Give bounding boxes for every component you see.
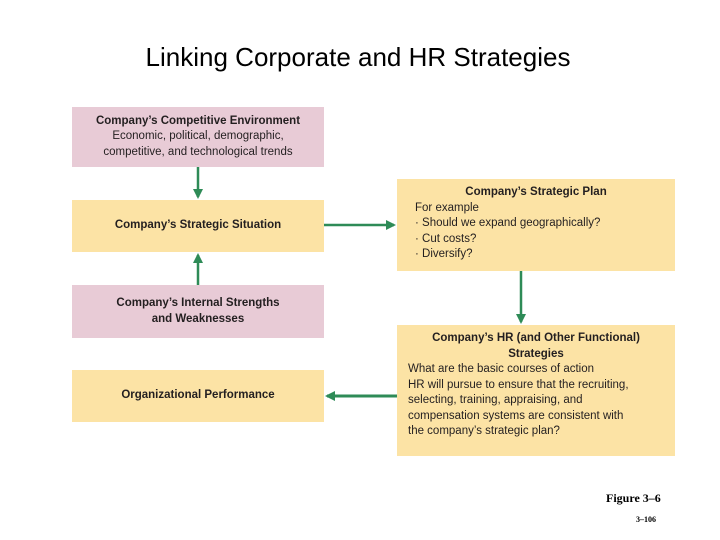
competitive-environment-line-1: Economic, political, demographic, xyxy=(112,130,284,143)
page-title: Linking Corporate and HR Strategies xyxy=(145,42,571,72)
strategic-plan-line-3: · Cut costs? xyxy=(415,232,477,245)
hr-strategies-line-1: What are the basic courses of action xyxy=(408,363,595,375)
page-number: 3–106 xyxy=(636,515,656,524)
internal-strengths-line-2: and Weaknesses xyxy=(151,312,245,325)
organizational-performance-heading: Organizational Performance xyxy=(121,389,275,402)
competitive-environment-line-2: competitive, and technological trends xyxy=(103,145,293,158)
strategic-plan-heading: Company’s Strategic Plan xyxy=(465,186,607,198)
hr-strategies-heading-line-2: Strategies xyxy=(508,347,564,360)
competitive-environment-heading: Company’s Competitive Environment xyxy=(95,114,301,127)
internal-strengths-box: Company’s Internal Strengths and Weaknes… xyxy=(72,285,324,338)
hr-strategies-box: Company’s HR (and Other Functional) Stra… xyxy=(397,325,675,456)
internal-strengths-line-1: Company’s Internal Strengths xyxy=(116,297,280,309)
strategic-plan-line-4: · Diversify? xyxy=(415,248,473,260)
organizational-performance-box: Organizational Performance xyxy=(72,370,324,422)
competitive-environment-box: Company’s Competitive Environment Econom… xyxy=(72,107,324,167)
hr-strategies-line-5: the company’s strategic plan? xyxy=(408,425,560,437)
hr-strategies-line-4: compensation systems are consistent with xyxy=(408,409,624,422)
hr-strategies-line-3: selecting, training, appraising, and xyxy=(408,394,583,406)
strategic-plan-line-2: · Should we expand geographically? xyxy=(415,217,601,229)
hr-strategies-line-2: HR will pursue to ensure that the recrui… xyxy=(408,378,629,391)
strategic-situation-heading: Company’s Strategic Situation xyxy=(114,219,282,232)
hr-strategies-heading-line-1: Company’s HR (and Other Functional) xyxy=(432,332,640,344)
strategic-plan-box: Company’s Strategic Plan For example · S… xyxy=(397,179,675,271)
figure-label: Figure 3–6 xyxy=(606,491,661,505)
strategic-plan-line-1: For example xyxy=(415,201,479,214)
strategic-situation-box: Company’s Strategic Situation xyxy=(72,200,324,252)
